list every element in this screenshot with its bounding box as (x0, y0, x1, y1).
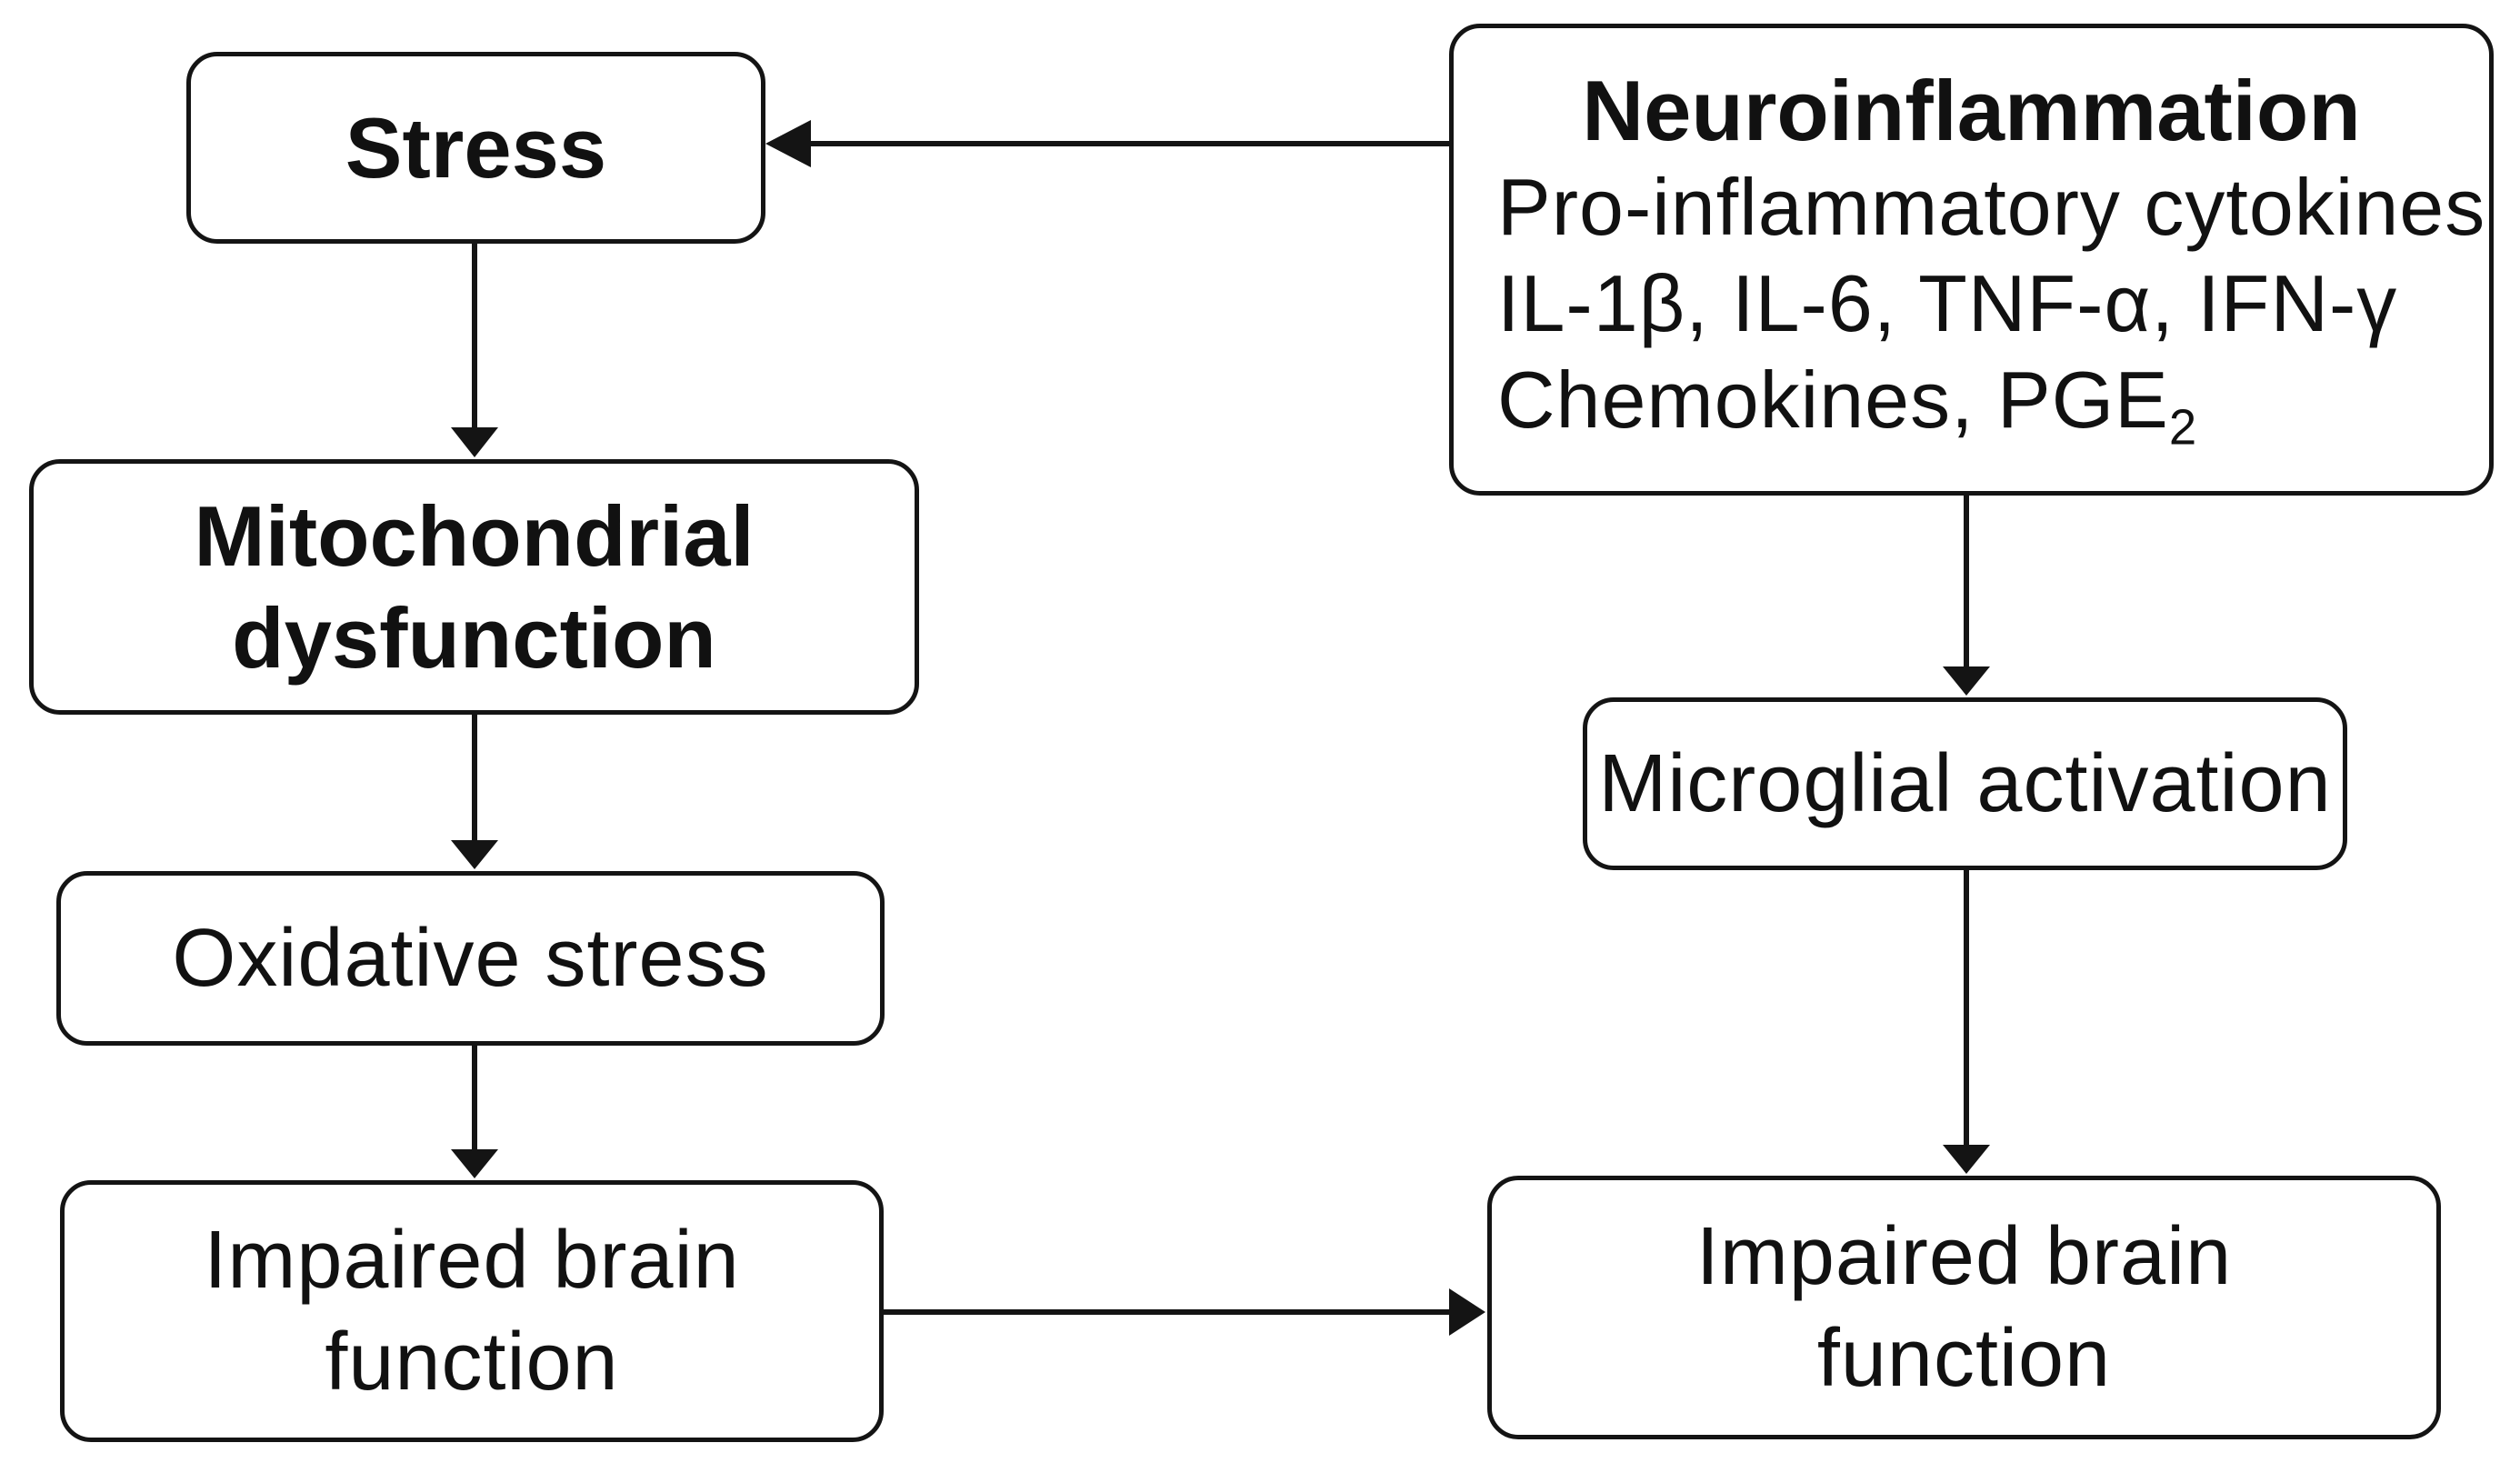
node-mitochondrial-dysfunction-line1: Mitochondrial (194, 487, 755, 584)
node-neuroinflammation: Neuroinflammation Pro-inflammatory cytok… (1449, 24, 2494, 496)
node-mitochondrial-dysfunction: Mitochondrial dysfunction (29, 459, 919, 715)
node-impaired-brain-function-right: Impaired brain function (1487, 1176, 2441, 1439)
node-impaired-brain-function-right-line1: Impaired brain (1695, 1211, 2233, 1302)
node-stress: Stress (186, 52, 765, 244)
node-neuroinflammation-pge-subscript: 2 (2168, 399, 2198, 456)
arrow-stress-to-mitochondrial (451, 244, 498, 457)
node-impaired-brain-function-left-line1: Impaired brain (204, 1215, 740, 1306)
node-stress-label: Stress (345, 99, 607, 195)
arrow-mitochondrial-to-oxidative (451, 715, 498, 869)
node-oxidative-stress-label: Oxidative stress (172, 913, 769, 1004)
node-microglial-activation: Microglial activation (1583, 697, 2347, 870)
node-neuroinflammation-cytokines-line: Pro-inflammatory cytokines (1497, 162, 2486, 252)
node-impaired-brain-function-left-line2: function (325, 1317, 619, 1408)
arrow-oxidative-to-impaired-left (451, 1046, 498, 1178)
arrow-microglial-to-impaired-right (1943, 870, 1990, 1174)
node-impaired-brain-function-right-line2: function (1816, 1313, 2112, 1404)
node-impaired-brain-function-left: Impaired brain function (60, 1180, 884, 1442)
node-neuroinflammation-interleukins-line: IL-1β, IL-6, TNF-α, IFN-γ (1497, 258, 2398, 348)
node-neuroinflammation-title: Neuroinflammation (1582, 63, 2361, 158)
arrow-neuroinflammation-to-stress (765, 120, 1449, 167)
node-neuroinflammation-chemokines-line: Chemokines, PGE2 (1454, 352, 2489, 452)
node-microglial-activation-label: Microglial activation (1598, 738, 2332, 829)
arrow-neuroinflammation-to-microglial (1943, 496, 1990, 696)
node-mitochondrial-dysfunction-line2: dysfunction (232, 589, 716, 686)
arrow-impaired-left-to-impaired-right (884, 1288, 1485, 1336)
node-neuroinflammation-chemokines-text: Chemokines, PGE (1497, 355, 2169, 445)
node-oxidative-stress: Oxidative stress (56, 871, 885, 1046)
